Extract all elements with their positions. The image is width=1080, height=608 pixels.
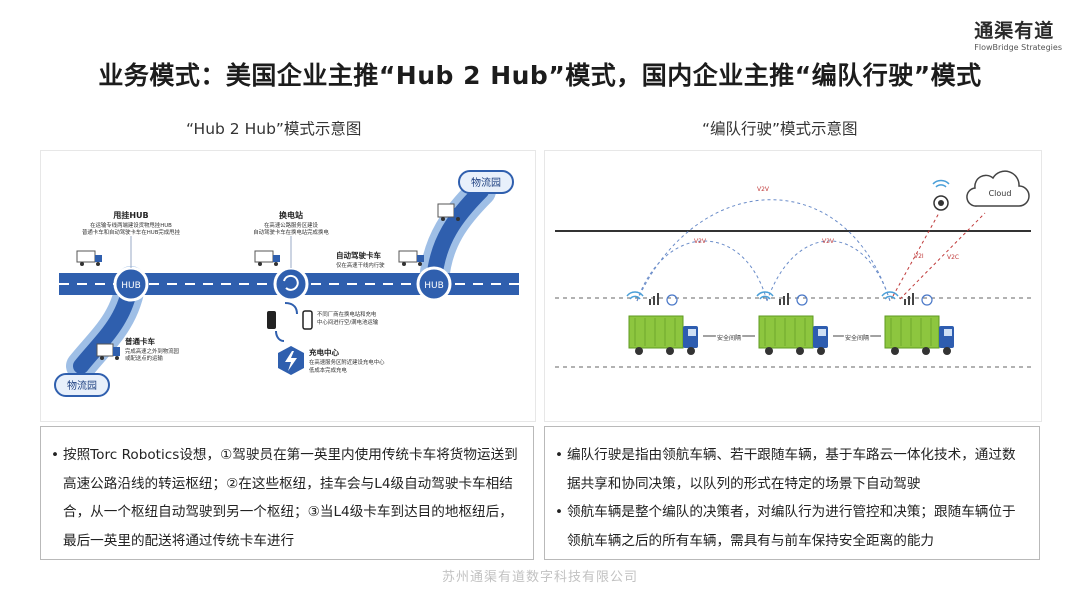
brand-logo: 通渠有道 FlowBridge Strategies: [974, 20, 1062, 53]
v2v-left-label: V2V: [694, 238, 707, 245]
hub-label-right: HUB: [424, 281, 444, 291]
truck-icon-mid: [255, 251, 280, 266]
logistics-park-bottom-label: 物流园: [67, 379, 97, 392]
right-subtitle: “编队行驶”模式示意图: [702, 117, 858, 139]
platoon-truck-3: [885, 316, 954, 355]
v2v-arc-top: [637, 200, 890, 301]
roadside-unit-dot: [938, 200, 944, 206]
footer-company: 苏州通渠有道数字科技有限公司: [0, 566, 1080, 585]
v2v-arc-mid: [767, 241, 890, 301]
swap-station-desc1: 在高速公路服务区建设: [264, 221, 319, 229]
cloud-label: Cloud: [989, 189, 1012, 198]
platoon-svg: Cloud V2V V2V V2V V2I V2C: [545, 151, 1041, 421]
battery-empty-icon: [303, 311, 312, 329]
charging-desc2: 低成本完成充电: [309, 366, 347, 374]
transfer-hub-desc1: 在运输专线两端建设货物甩挂HUB: [90, 221, 172, 229]
hub-label-left: HUB: [121, 281, 141, 291]
regular-truck-title: 普通卡车: [125, 336, 155, 346]
v2c-label: V2C: [947, 254, 959, 261]
left-bullet-1: 按照Torc Robotics设想，①驾驶员在第一英里内使用传统卡车将货物运送到…: [51, 441, 521, 555]
auto-truck-title: 自动驾驶卡车: [336, 250, 381, 260]
left-description-box: 按照Torc Robotics设想，①驾驶员在第一英里内使用传统卡车将货物运送到…: [40, 426, 534, 560]
hub2hub-svg: HUB HUB 物流园 物流园: [41, 151, 535, 421]
charging-title: 充电中心: [309, 347, 339, 357]
right-description-box: 编队行驶是指由领航车辆、若干跟随车辆，基于车路云一体化技术，通过数据共享和协同决…: [544, 426, 1040, 560]
swap-station-title: 换电站: [279, 210, 303, 220]
v2v-top-label: V2V: [757, 186, 770, 193]
left-subtitle: “Hub 2 Hub”模式示意图: [186, 117, 361, 139]
battery-arrow-bottom: [276, 331, 284, 341]
battery-note1: 不同厂商在换电站和充电: [317, 310, 377, 318]
battery-note2: 中心间进行空/满电池运输: [317, 318, 379, 326]
safe-distance-label-1: 安全间隔: [717, 334, 741, 342]
logistics-park-top-label: 物流园: [471, 176, 501, 189]
charging-desc1: 在高速服务区附近建设充电中心: [309, 358, 385, 366]
regular-truck-desc2: 或配送点的运输: [125, 354, 163, 362]
right-bullet-1: 编队行驶是指由领航车辆、若干跟随车辆，基于车路云一体化技术，通过数据共享和协同决…: [555, 441, 1027, 498]
safe-distance-label-2: 安全间隔: [845, 334, 869, 342]
regular-truck-desc1: 完成高速之外到物流园: [125, 347, 179, 355]
brand-name-en: FlowBridge Strategies: [974, 43, 1062, 53]
transfer-hub-desc2: 普通卡车和自动驾驶卡车在HUB完成甩挂: [82, 228, 181, 236]
right-bullet-2: 领航车辆是整个编队的决策者，对编队行为进行管控和决策；跟随车辆位于领航车辆之后的…: [555, 498, 1027, 555]
truck-icon-right: [399, 251, 424, 266]
v2v-arc-left: [637, 241, 767, 301]
platoon-truck-1: [629, 316, 698, 355]
wifi-icon-rsu: [933, 181, 949, 187]
v2v-mid-label: V2V: [822, 238, 835, 245]
auto-truck-desc: 仅在高速干线内行驶: [336, 261, 385, 269]
brand-name-cn: 通渠有道: [974, 20, 1062, 42]
platoon-diagram: Cloud V2V V2V V2V V2I V2C: [544, 150, 1042, 422]
v2c-line: [900, 213, 985, 299]
platoon-truck-2: [759, 316, 828, 355]
battery-arrow-top: [285, 303, 297, 314]
swap-station-node: [275, 268, 307, 300]
transfer-hub-title: 甩挂HUB: [113, 210, 148, 220]
battery-full-icon: [267, 311, 276, 329]
v2i-label: V2I: [914, 253, 924, 260]
hub2hub-diagram: HUB HUB 物流园 物流园: [40, 150, 536, 422]
swap-station-desc2: 自动驾驶卡车在换电站完成换电: [253, 228, 329, 236]
page-title: 业务模式：美国企业主推“Hub 2 Hub”模式，国内企业主推“编队行驶”模式: [0, 56, 1080, 92]
truck-icon-left-top: [77, 251, 102, 266]
